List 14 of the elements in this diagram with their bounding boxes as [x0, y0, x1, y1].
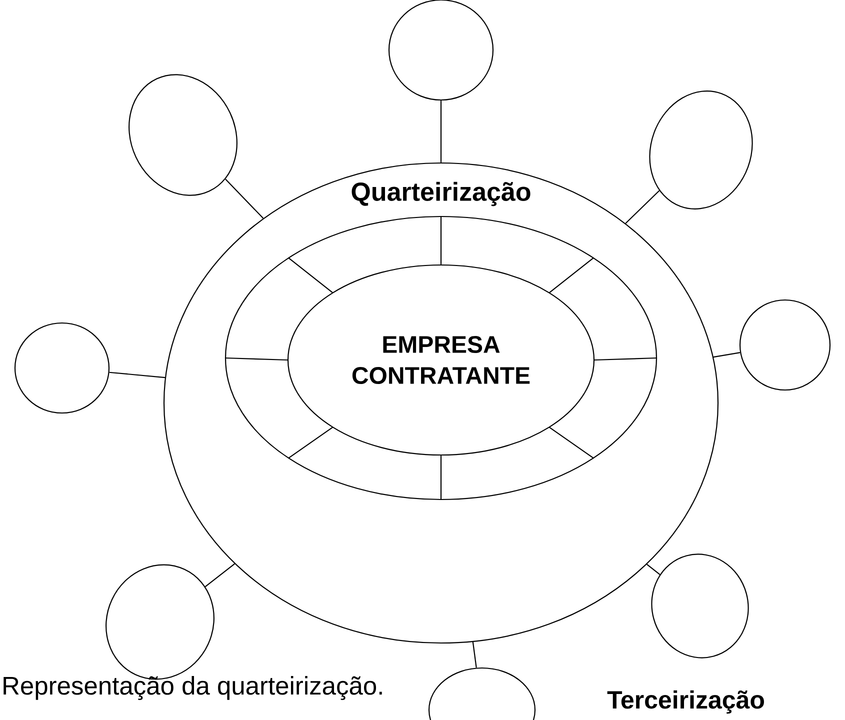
connector-line — [109, 372, 166, 378]
ring-label: Terceirização — [607, 690, 764, 714]
connector-line — [646, 564, 660, 575]
ellipse-node: EMPRESA CONTRATANTE — [287, 264, 595, 456]
connector-line — [440, 100, 442, 162]
connector-line — [625, 190, 660, 224]
connector-line — [472, 642, 477, 668]
oval — [739, 299, 831, 391]
connector-line — [225, 178, 264, 219]
connector-line — [713, 352, 740, 358]
oval — [651, 554, 749, 658]
caption: Representação da quarteirização. — [4, 676, 382, 700]
oval — [14, 322, 110, 414]
connector-line — [204, 563, 235, 588]
